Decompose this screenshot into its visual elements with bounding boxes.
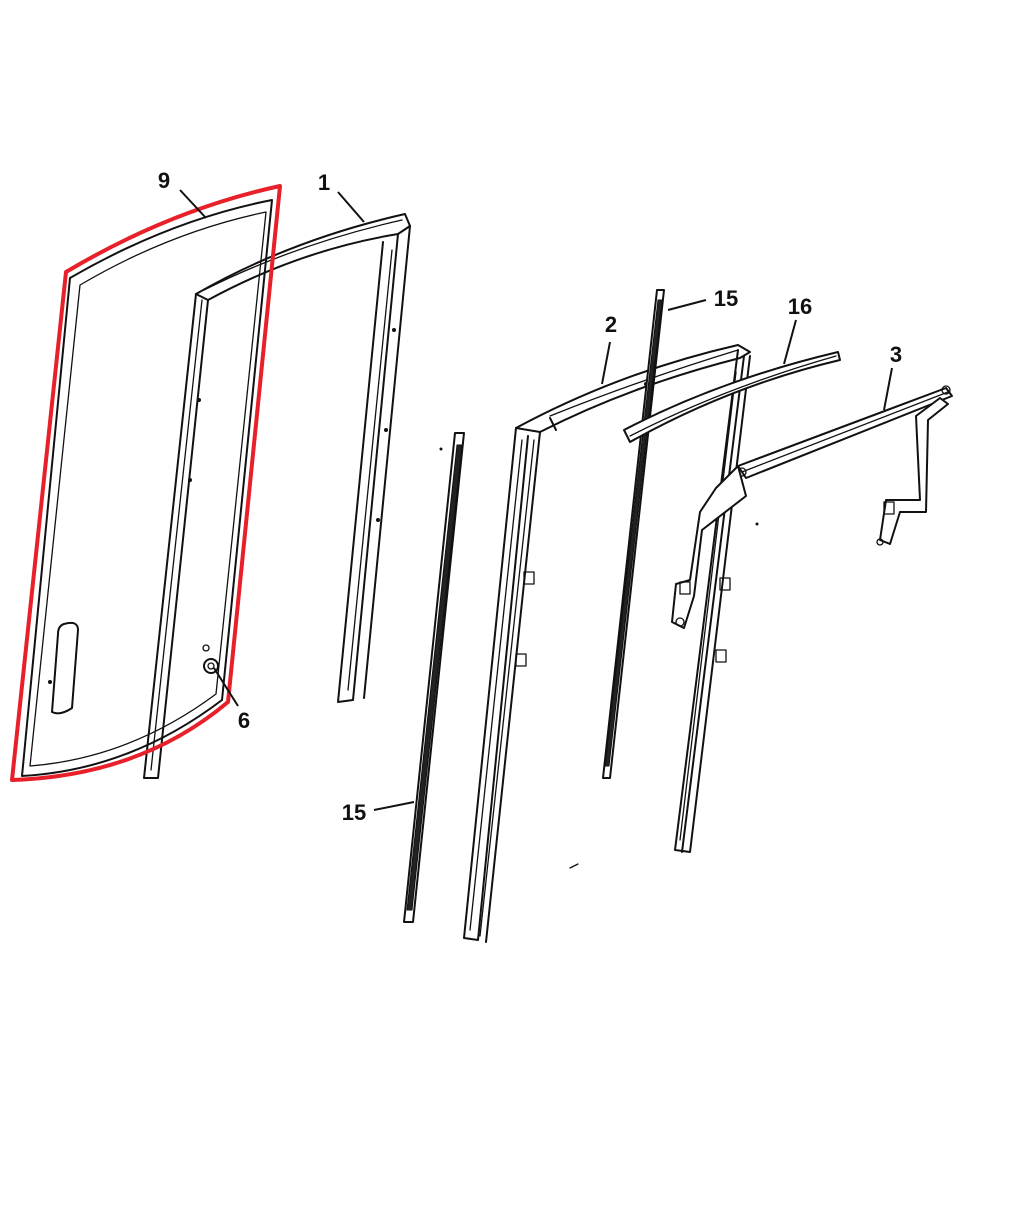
leader-15-top xyxy=(667,299,707,311)
part-15-left-seal-strip xyxy=(403,432,465,923)
part-9-glass-panel xyxy=(21,199,273,777)
leader-1 xyxy=(337,191,365,223)
leader-9 xyxy=(179,189,207,219)
part-15-top-seal-strip xyxy=(602,289,665,779)
callout-16: 16 xyxy=(788,294,812,319)
speck xyxy=(569,863,579,869)
highlight-outline xyxy=(10,184,282,782)
part-1-door-frame xyxy=(143,213,411,779)
callout-3: 3 xyxy=(890,342,902,367)
speck xyxy=(755,522,759,526)
part-2-rear-frame xyxy=(463,344,751,943)
callout-15-bottom: 15 xyxy=(342,800,366,825)
speck xyxy=(439,447,443,451)
part-6-knob xyxy=(203,658,219,674)
leader-2 xyxy=(601,341,611,385)
leader-3 xyxy=(883,367,893,411)
leader-16 xyxy=(783,319,797,365)
part-16-top-guide xyxy=(623,351,841,443)
callout-15-top: 15 xyxy=(714,286,738,311)
callout-2: 2 xyxy=(605,312,617,337)
leader-6 xyxy=(213,667,239,707)
leader-15-bottom xyxy=(373,801,415,811)
callout-9: 9 xyxy=(158,168,170,193)
part-3-regulator-linkage xyxy=(671,385,953,629)
callout-6: 6 xyxy=(238,708,250,733)
callout-1: 1 xyxy=(318,170,330,195)
